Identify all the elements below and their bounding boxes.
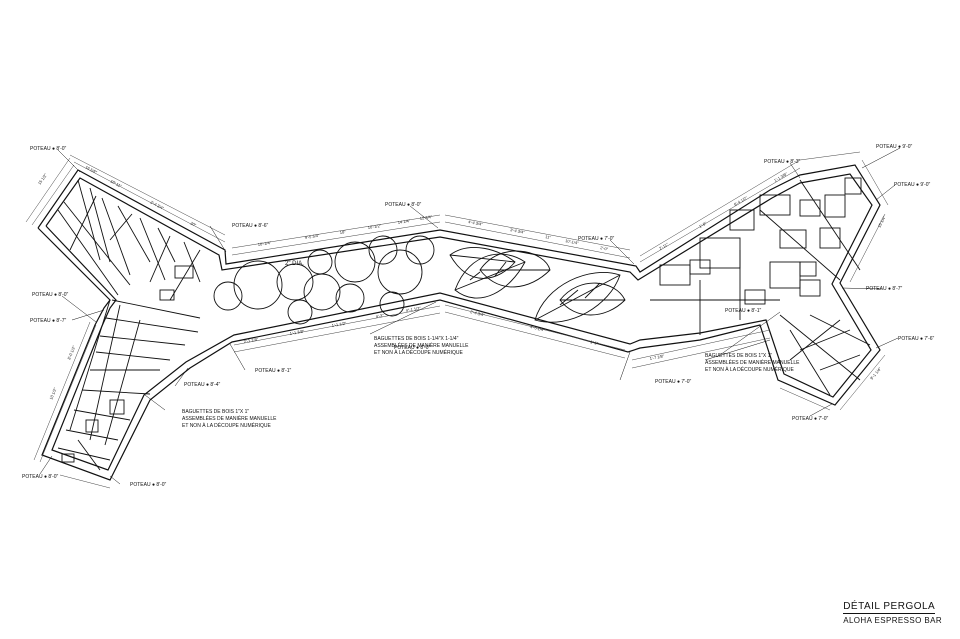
note-right: BAGUETTES DE BOIS 1"X 1" ASSEMBLÉES DE M… [705,353,800,373]
svg-text:BAGUETTES DE BOIS 1-1/4"X 1-1/: BAGUETTES DE BOIS 1-1/4"X 1-1/4" [374,336,459,342]
poteau-label: POTEAU ● 8'-6" [232,223,269,229]
svg-text:4"-1 1/2": 4"-1 1/2" [405,305,422,313]
svg-text:2'-1 1/4": 2'-1 1/4" [243,336,259,344]
right-wing-lattice [650,177,871,396]
svg-text:ET NON À LA DÉCOUPE NUMÉRIQUE: ET NON À LA DÉCOUPE NUMÉRIQUE [374,349,463,356]
svg-text:4'-4 3/4": 4'-4 3/4" [468,219,484,227]
svg-text:16 5/8": 16 5/8" [85,164,99,175]
dimension-lines [25,151,889,489]
leader-lines [39,147,901,485]
svg-text:15 1/2": 15 1/2" [37,172,49,186]
diameter-label: 2" DIA. [285,261,304,267]
svg-text:BAGUETTES DE BOIS 1"X 1": BAGUETTES DE BOIS 1"X 1" [705,353,772,359]
svg-text:4'-5 1/4": 4'-5 1/4" [530,324,546,333]
svg-text:14 1/4": 14 1/4" [397,218,411,225]
poteau-label: POTEAU ● 7'-0" [655,379,692,385]
svg-text:2'-11": 2'-11" [658,241,670,251]
svg-text:8'-0 1/2": 8'-0 1/2" [66,344,76,360]
drawing-title: DÉTAIL PERGOLA [843,601,936,614]
svg-text:BAGUETTES DE BOIS 1"X 1": BAGUETTES DE BOIS 1"X 1" [182,409,249,415]
note-left: BAGUETTES DE BOIS 1"X 1" ASSEMBLÉES DE M… [182,409,277,429]
svg-text:10 1/2": 10 1/2" [48,386,58,400]
svg-text:11": 11" [545,234,552,240]
svg-text:9'-1 1/4": 9'-1 1/4" [869,366,883,381]
svg-text:2'-4 3/4": 2'-4 3/4" [470,309,486,318]
svg-text:2'-4 3/4": 2'-4 3/4" [150,199,166,211]
poteau-label: POTEAU ● 8'-0" [385,202,422,208]
svg-text:12 3/4": 12 3/4" [419,214,433,221]
drawing-subtitle: ALOHA ESPRESSO BAR [843,616,942,625]
note-center: BAGUETTES DE BOIS 1-1/4"X 1-1/4" ASSEMBL… [374,336,469,356]
poteau-labels: POTEAU ● 8'-0" POTEAU ● 8'-6" POTEAU ● 8… [22,144,935,488]
poteau-label: POTEAU ● 8'-0" [22,474,59,480]
svg-text:10'-1/2": 10'-1/2" [367,223,382,230]
svg-text:1'-1": 1'-1" [590,339,600,346]
svg-text:1'-1 3/8": 1'-1 3/8" [289,328,305,336]
poteau-label: POTEAU ● 9'-0" [894,182,931,188]
svg-text:3'-4 3/4": 3'-4 3/4" [510,227,526,235]
svg-text:18": 18" [339,229,346,235]
poteau-label: POTEAU ● 8'-0" [30,146,67,152]
poteau-label: POTEAU ● 8'-3" [764,159,801,165]
poteau-label: POTEAU ● 8'-0" [394,345,431,351]
svg-text:1'-1 1/2": 1'-1 1/2" [331,320,347,328]
svg-text:20": 20" [190,220,198,227]
svg-text:ASSEMBLÉES DE MANIÈRE MANUELLE: ASSEMBLÉES DE MANIÈRE MANUELLE [182,415,277,422]
title-block: DÉTAIL PERGOLA ALOHA ESPRESSO BAR [843,596,942,625]
svg-text:8'-4 1/2": 8'-4 1/2" [733,195,749,207]
poteau-label: POTEAU ● 8'-7" [866,286,903,292]
left-wing-lattice [57,179,201,471]
poteau-label: POTEAU ● 9'-0" [876,144,913,150]
center-left-circles [213,235,435,325]
svg-text:9'-5 3/4": 9'-5 3/4" [304,233,320,240]
poteau-label: POTEAU ● 7'-0" [578,236,615,242]
svg-text:10'-11": 10'-11" [110,178,124,188]
svg-text:2'-0": 2'-0" [600,245,609,252]
svg-text:10'-1/4": 10'-1/4" [257,240,272,247]
poteau-label: POTEAU ● 8'-1" [255,368,292,374]
svg-text:1'-7 1/8": 1'-7 1/8" [649,353,665,361]
poteau-label: POTEAU ● 8'-0" [32,292,69,298]
poteau-label: POTEAU ● 8'-7" [30,318,67,324]
poteau-label: POTEAU ● 7'-0" [792,416,829,422]
pergola-outline [37,164,881,481]
poteau-label: POTEAU ● 8'-4" [184,382,221,388]
svg-text:ASSEMBLÉES DE MANIÈRE MANUELLE: ASSEMBLÉES DE MANIÈRE MANUELLE [705,359,800,366]
svg-text:1'-0": 1'-0" [698,220,708,229]
svg-text:10'-1/4": 10'-1/4" [565,238,580,246]
center-right-leaves [449,247,626,323]
svg-text:ASSEMBLÉES DE MANIÈRE MANUELLE: ASSEMBLÉES DE MANIÈRE MANUELLE [374,342,469,349]
svg-text:ET NON À LA DÉCOUPE NUMÉRIQUE: ET NON À LA DÉCOUPE NUMÉRIQUE [182,422,271,429]
poteau-label: POTEAU ● 8'-0" [130,482,167,488]
dimension-text: 10'-1/4" 9'-5 3/4" 18" 10'-1/2" 14 1/4" … [37,164,887,400]
poteau-label: POTEAU ● 7'-6" [898,336,935,342]
svg-text:4'-3": 4'-3" [375,313,384,319]
svg-text:1'-1 3/8": 1'-1 3/8" [773,171,789,183]
poteau-label: POTEAU ● 8'-1" [725,308,762,314]
svg-text:ET NON À LA DÉCOUPE NUMÉRIQUE: ET NON À LA DÉCOUPE NUMÉRIQUE [705,366,794,373]
svg-text:15 1/4": 15 1/4" [876,215,887,229]
